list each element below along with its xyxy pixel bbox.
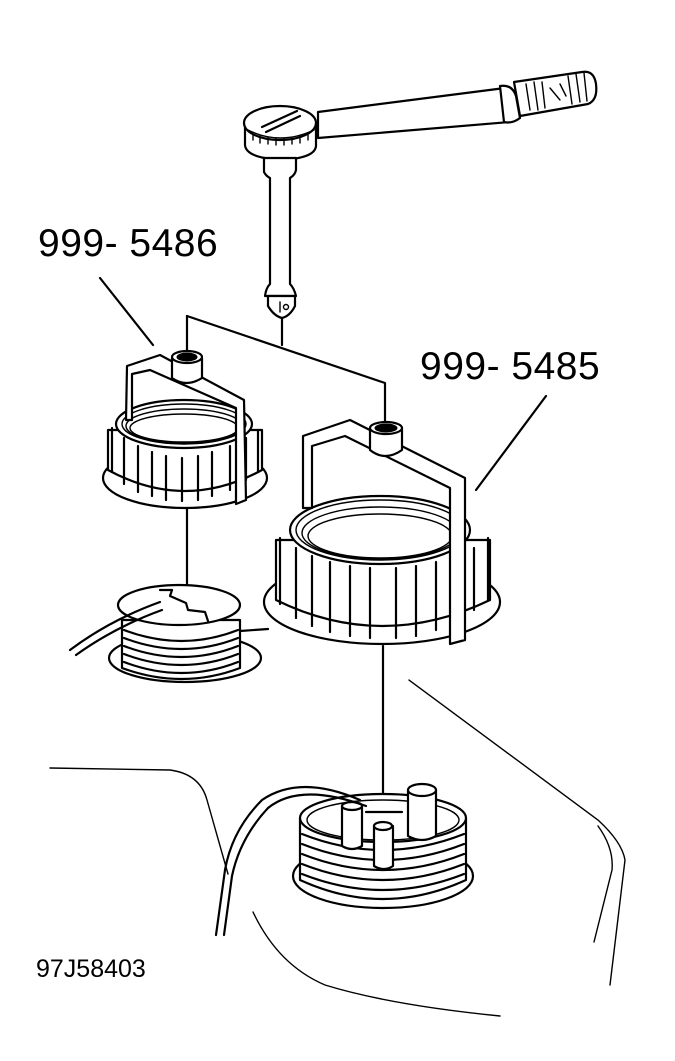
- fuel-level-sender: [68, 583, 270, 684]
- figure-id-label: 97J58403: [36, 955, 146, 983]
- tool-label-999-5486: 999- 5486: [38, 222, 219, 265]
- connector-lines: [185, 314, 387, 430]
- leader-line-5485: [474, 394, 548, 492]
- large-lock-ring-wrench: [262, 418, 502, 646]
- fuel-tank-outline: [49, 679, 626, 1017]
- fuel-pump-module: [214, 782, 475, 937]
- tool-label-999-5485: 999- 5485: [420, 345, 601, 388]
- leader-line-5486: [98, 276, 155, 347]
- small-lock-ring-wrench: [101, 349, 269, 510]
- ratchet-icon: [242, 70, 598, 320]
